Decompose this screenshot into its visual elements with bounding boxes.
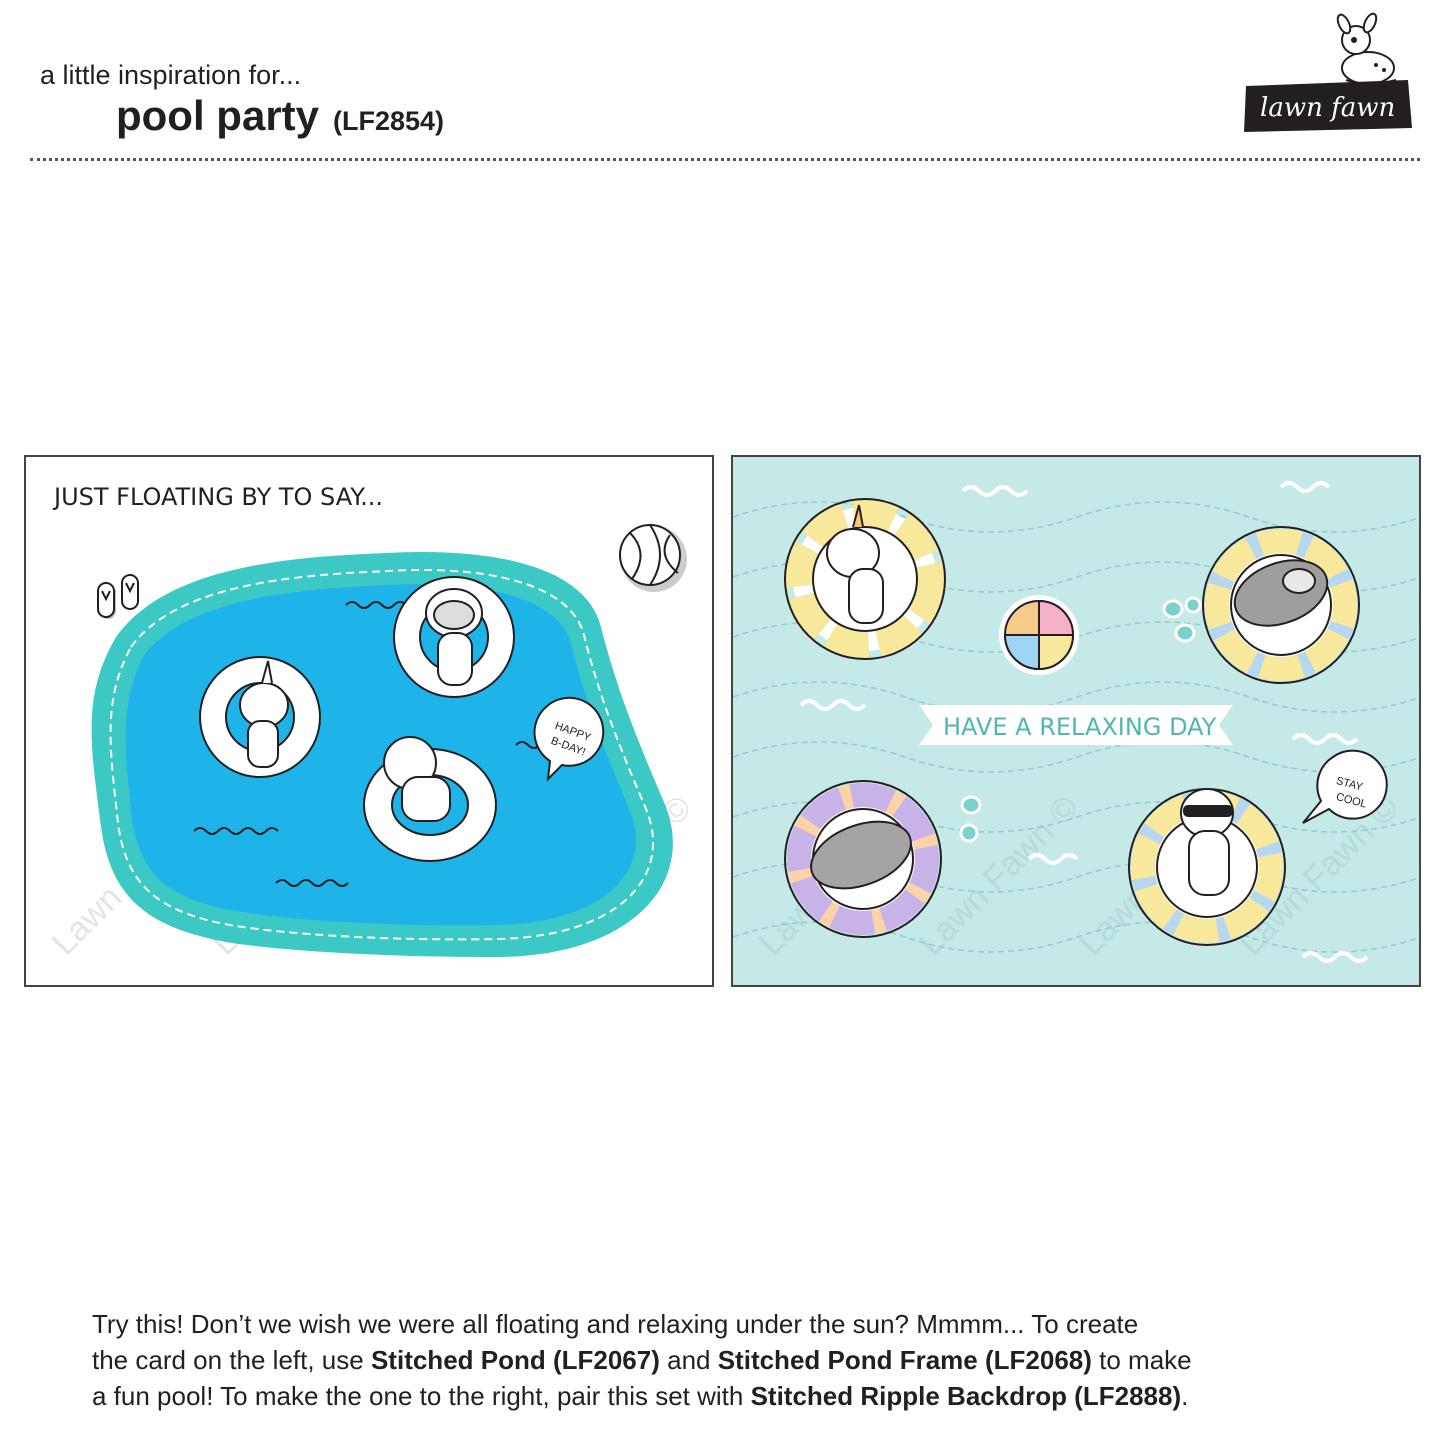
caption-line-2: the card on the left, use Stitched Pond …: [92, 1342, 1392, 1378]
caption-text: .: [1181, 1381, 1189, 1411]
flip-flops-icon: [97, 574, 139, 619]
caption-text: the card on the left, use: [92, 1345, 371, 1375]
header-divider: [30, 158, 1420, 161]
product-code: (LF2854): [333, 106, 445, 136]
logo-text: lawn fawn: [1260, 93, 1395, 123]
unicorn-float: [784, 498, 946, 660]
caption-text: and: [659, 1345, 718, 1375]
llama-float: [1128, 788, 1286, 946]
caption: Try this! Don’t we wish we were all floa…: [92, 1306, 1392, 1414]
cat-float: [784, 780, 942, 938]
watermark-text: Lawn Fawn ©: [912, 788, 1086, 962]
brand-logo: lawn fawn: [1236, 10, 1416, 135]
sloth-float: [393, 576, 515, 698]
beach-ball-icon: [999, 595, 1079, 675]
product-name: Stitched Ripple Backdrop (LF2888): [750, 1381, 1182, 1411]
caption-line-1: Try this! Don’t we wish we were all floa…: [92, 1309, 1139, 1339]
fawn-icon: [1336, 12, 1397, 85]
sentiment-banner: HAVE A RELAXING DAY: [919, 705, 1233, 745]
caption-line-3: a fun pool! To make the one to the right…: [92, 1378, 1392, 1414]
caption-text: a fun pool! To make the one to the right…: [92, 1381, 751, 1411]
page-title: pool party (LF2854): [116, 92, 444, 140]
product-name: Stitched Pond (LF2067): [370, 1345, 660, 1375]
pool-stitch: [109, 568, 655, 941]
caption-text: to make: [1091, 1345, 1192, 1375]
product-name: Stitched Pond Frame (LF2068): [717, 1345, 1092, 1375]
right-card: Lawn Fawn © Lawn Fawn © Lawn Fawn © Lawn…: [731, 455, 1421, 987]
sloth-float: [1202, 526, 1360, 684]
water-droplets-icon: [959, 596, 1202, 843]
speech-bubble: STAY COOL: [1302, 749, 1388, 824]
banner-text: HAVE A RELAXING DAY: [943, 713, 1217, 741]
beach-ball-icon: [619, 524, 687, 592]
left-card: Lawn Fawn © Lawn Fawn © Lawn Fawn © Lawn…: [24, 455, 714, 987]
speech-bubble: HAPPY B-DAY!: [533, 696, 605, 782]
small-waves: [799, 481, 1369, 963]
header-intro: a little inspiration for...: [40, 60, 302, 90]
llama-float: [363, 736, 497, 862]
unicorn-float: [199, 656, 321, 778]
sentiment-text: JUST FLOATING BY TO SAY...: [52, 483, 383, 511]
title-main: pool party: [116, 92, 320, 139]
